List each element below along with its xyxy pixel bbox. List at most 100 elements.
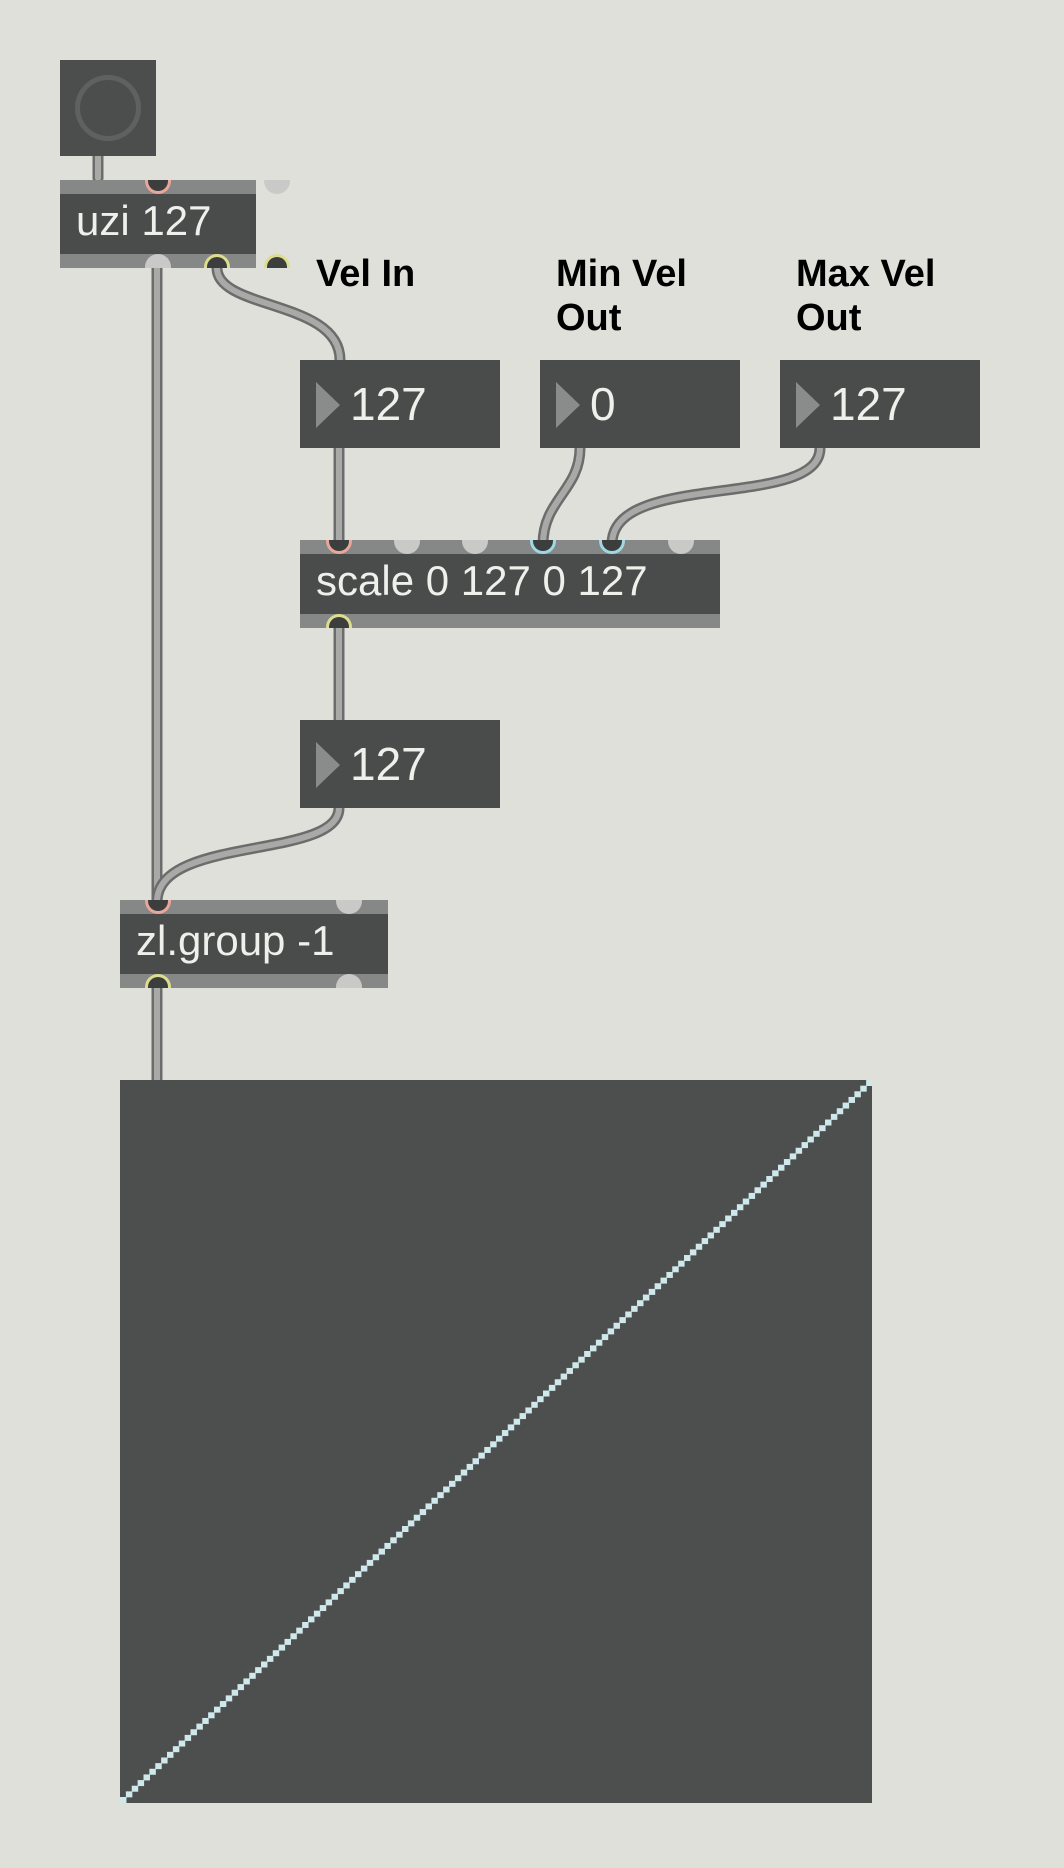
scale-inlet-3[interactable] (462, 540, 488, 554)
multislider-slider[interactable] (648, 1288, 656, 1295)
number-vel-in[interactable]: 127 (300, 360, 500, 448)
multislider-slider[interactable] (507, 1424, 515, 1431)
multislider-slider[interactable] (219, 1701, 227, 1708)
multislider-slider[interactable] (607, 1328, 615, 1335)
multislider-slider[interactable] (554, 1379, 562, 1386)
multislider-slider[interactable] (308, 1616, 315, 1623)
multislider-slider[interactable] (313, 1610, 321, 1617)
multislider-slider[interactable] (360, 1565, 368, 1572)
multislider-slider[interactable] (819, 1125, 826, 1132)
multislider-slider[interactable] (590, 1345, 597, 1352)
multislider-slider[interactable] (460, 1469, 468, 1476)
multislider-slider[interactable] (642, 1294, 650, 1301)
scale-object[interactable]: scale 0 127 0 127 (300, 540, 720, 628)
multislider-slider[interactable] (466, 1463, 474, 1470)
multislider-slider[interactable] (731, 1209, 738, 1216)
multislider-slider[interactable] (748, 1192, 756, 1199)
multislider-slider[interactable] (778, 1164, 785, 1171)
multislider-slider[interactable] (684, 1255, 691, 1262)
multislider-slider[interactable] (754, 1187, 761, 1194)
multislider-slider[interactable] (613, 1322, 620, 1329)
multislider-slider[interactable] (625, 1311, 632, 1318)
multislider-slider[interactable] (190, 1729, 197, 1736)
multislider-slider[interactable] (372, 1554, 380, 1561)
multislider-slider[interactable] (848, 1096, 855, 1103)
multislider-slider[interactable] (266, 1655, 274, 1662)
multislider-slider[interactable] (443, 1486, 450, 1493)
multislider-slider[interactable] (531, 1401, 538, 1408)
multislider-slider[interactable] (202, 1717, 209, 1724)
multislider-slider[interactable] (595, 1339, 603, 1346)
multislider-slider[interactable] (601, 1334, 609, 1341)
multislider-slider[interactable] (701, 1238, 709, 1245)
multislider-slider[interactable] (584, 1350, 591, 1357)
multislider-slider[interactable] (431, 1497, 438, 1504)
multislider-slider[interactable] (419, 1509, 427, 1516)
multislider-slider[interactable] (278, 1644, 286, 1651)
multislider-slider[interactable] (736, 1204, 744, 1211)
multislider-slider[interactable] (355, 1571, 362, 1578)
multislider-slider[interactable] (237, 1684, 244, 1691)
multislider-slider[interactable] (842, 1102, 850, 1109)
multislider-slider[interactable] (178, 1740, 186, 1747)
multislider-slider[interactable] (566, 1367, 573, 1374)
multislider-slider[interactable] (290, 1633, 297, 1640)
multislider-slider[interactable] (490, 1441, 497, 1448)
multislider-slider[interactable] (801, 1142, 808, 1149)
multislider-slider[interactable] (578, 1356, 585, 1363)
multislider-slider[interactable] (155, 1763, 162, 1770)
multislider-slider[interactable] (131, 1785, 139, 1792)
multislider-slider[interactable] (654, 1283, 662, 1290)
multislider-slider[interactable] (854, 1091, 861, 1098)
multislider-slider[interactable] (425, 1503, 432, 1510)
multislider-slider[interactable] (249, 1672, 256, 1679)
multislider-slider[interactable] (713, 1226, 720, 1233)
multislider-slider[interactable] (167, 1751, 174, 1758)
multislider-slider[interactable] (231, 1689, 239, 1696)
multislider-slider[interactable] (407, 1520, 415, 1527)
multislider-slider[interactable] (548, 1384, 556, 1391)
multislider-slider[interactable] (196, 1723, 203, 1730)
multislider-slider[interactable] (261, 1661, 268, 1668)
multislider-slider[interactable] (725, 1215, 732, 1222)
multislider-slider[interactable] (572, 1362, 579, 1369)
number-max-vel-out[interactable]: 127 (780, 360, 980, 448)
multislider-slider[interactable] (378, 1548, 385, 1555)
multislider-slider[interactable] (525, 1407, 532, 1414)
multislider-slider[interactable] (184, 1734, 192, 1741)
number-min-vel-out[interactable]: 0 (540, 360, 740, 448)
multislider-slider[interactable] (860, 1085, 867, 1092)
multislider-slider[interactable] (225, 1695, 233, 1702)
multislider-slider[interactable] (519, 1413, 526, 1420)
multislider-slider[interactable] (149, 1768, 156, 1775)
multislider-slider[interactable] (719, 1221, 726, 1228)
multislider-slider[interactable] (672, 1266, 679, 1273)
multislider-slider[interactable] (783, 1159, 791, 1166)
multislider-slider[interactable] (402, 1526, 409, 1533)
multislider-slider[interactable] (666, 1271, 673, 1278)
uzi-object[interactable]: uzi 127 (60, 180, 290, 268)
multislider-slider[interactable] (689, 1249, 697, 1256)
scale-inlet-2[interactable] (394, 540, 420, 554)
multislider-slider[interactable] (331, 1593, 338, 1600)
multislider-slider[interactable] (478, 1452, 485, 1459)
multislider-slider[interactable] (296, 1627, 303, 1634)
multislider-slider[interactable] (366, 1559, 374, 1566)
multislider-slider[interactable] (760, 1181, 767, 1188)
multislider-slider[interactable] (302, 1621, 309, 1628)
uzi-inlet-left[interactable] (145, 180, 171, 194)
multislider-slider[interactable] (396, 1531, 403, 1538)
uzi-inlet-right[interactable] (264, 180, 290, 194)
multislider-slider[interactable] (631, 1305, 638, 1312)
multislider-slider[interactable] (472, 1458, 479, 1465)
multislider[interactable] (120, 1080, 872, 1803)
multislider-slider[interactable] (449, 1480, 456, 1487)
multislider-slider[interactable] (795, 1147, 803, 1154)
multislider-slider[interactable] (501, 1430, 509, 1437)
multislider-slider[interactable] (695, 1243, 703, 1250)
multislider-slider[interactable] (830, 1113, 838, 1120)
multislider-slider[interactable] (836, 1108, 844, 1115)
multislider-slider[interactable] (125, 1791, 133, 1798)
multislider-slider[interactable] (496, 1435, 503, 1442)
multislider-slider[interactable] (349, 1576, 356, 1583)
